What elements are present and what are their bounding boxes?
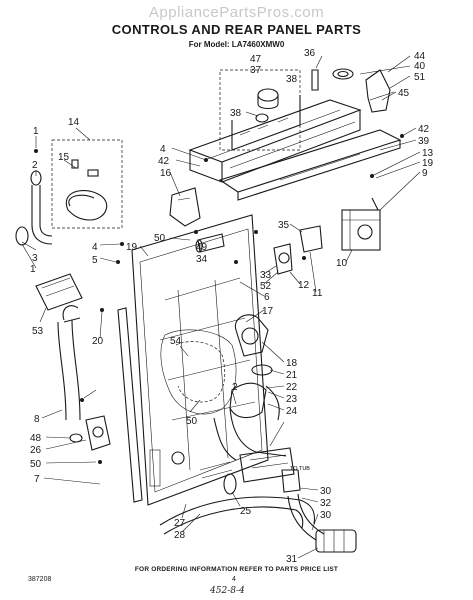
knob-assembly (219, 68, 395, 151)
callout-4: 4 (92, 242, 98, 253)
model-subtitle: For Model: LA7460XMW0 (188, 40, 285, 49)
pump-valve-assembly (213, 314, 287, 461)
callout-15: 15 (58, 152, 70, 163)
callout-48: 48 (30, 433, 42, 444)
callout-42: 42 (418, 124, 430, 135)
callout-27: 27 (174, 518, 186, 529)
watermark: AppliancePartsPros.com (148, 4, 325, 21)
bracket (169, 187, 201, 227)
callout-12: 12 (298, 280, 310, 291)
callout-3: 3 (32, 253, 38, 264)
callout-9: 9 (422, 168, 428, 179)
callout-18: 18 (286, 358, 298, 369)
callout-19: 19 (126, 242, 138, 253)
callout-6: 6 (264, 292, 270, 303)
callout-17: 17 (262, 306, 274, 317)
rear-panel (131, 214, 269, 506)
callout-49: 49 (196, 242, 208, 253)
outlet-hose (281, 469, 357, 553)
callout-25: 25 (240, 506, 252, 517)
callout-2: 2 (32, 160, 38, 171)
callout-4b: 4 (160, 144, 166, 155)
callout-50c: 50 (186, 416, 198, 427)
diagram-title: CONTROLS AND REAR PANEL PARTS (111, 22, 362, 37)
inlet-elbow (15, 170, 53, 246)
callout-38: 38 (286, 74, 298, 85)
callout-14: 14 (68, 117, 80, 128)
ordering-footer: FOR ORDERING INFORMATION REFER TO PARTS … (134, 566, 339, 573)
switch-assembly (273, 225, 323, 275)
callout-51: 51 (414, 72, 426, 83)
label-to-tub: TO TUB (290, 466, 310, 472)
callout-30b: 30 (320, 510, 332, 521)
callout-53: 53 (32, 326, 44, 337)
callout-44: 44 (414, 51, 426, 62)
timer (341, 197, 381, 251)
callout-2b: 2 (232, 382, 238, 393)
callout-34: 34 (196, 254, 208, 265)
callout-45: 45 (398, 88, 410, 99)
callout-10: 10 (336, 258, 348, 269)
callout-1b: 1 (30, 264, 36, 275)
callout-32: 32 (320, 498, 332, 509)
clamp-assembly (69, 415, 111, 451)
console-back-panel (218, 129, 402, 201)
callout-8: 8 (34, 414, 40, 425)
callout-54: 54 (170, 336, 182, 347)
document-number: 387208 (28, 576, 52, 583)
callout-16: 16 (160, 168, 172, 179)
callout-labels: 1 14 15 2 3 1 4 5 19 50 49 34 53 20 8 48… (30, 48, 434, 565)
callout-47: 47 (250, 54, 262, 65)
callout-35: 35 (278, 220, 290, 231)
callout-36: 36 (304, 48, 316, 59)
callout-19b: 19 (422, 158, 434, 169)
callout-28: 28 (174, 530, 186, 541)
callout-50b: 50 (30, 459, 42, 470)
power-cord-box (51, 139, 123, 229)
callout-1: 1 (33, 126, 39, 137)
callout-13: 13 (422, 148, 434, 159)
drain-pump (223, 447, 295, 495)
callout-30: 30 (320, 486, 332, 497)
side-rail (117, 307, 143, 503)
callout-31: 31 (286, 554, 298, 565)
callout-40: 40 (414, 61, 426, 72)
callout-33: 33 (260, 270, 272, 281)
callout-11: 11 (312, 288, 323, 299)
capacitor (195, 233, 225, 253)
callout-26: 26 (30, 445, 42, 456)
callout-52: 52 (260, 281, 272, 292)
callout-42b: 42 (158, 156, 170, 167)
callout-23: 23 (286, 394, 298, 405)
handwritten-note: 452-8-4 (210, 586, 245, 596)
callout-21: 21 (286, 370, 298, 381)
callout-39: 39 (418, 136, 430, 147)
fill-hose (57, 305, 81, 421)
page-number: 4 (232, 576, 236, 583)
callout-24: 24 (286, 406, 298, 417)
callout-22: 22 (286, 382, 298, 393)
base-pad (35, 273, 83, 311)
hardware-screws (34, 134, 404, 464)
callout-20: 20 (92, 336, 104, 347)
callout-37: 37 (250, 65, 262, 76)
leader-lines (21, 55, 421, 559)
callout-50: 50 (154, 233, 166, 244)
callout-7: 7 (34, 474, 40, 485)
callout-38b: 38 (230, 108, 242, 119)
callout-5: 5 (92, 255, 98, 266)
